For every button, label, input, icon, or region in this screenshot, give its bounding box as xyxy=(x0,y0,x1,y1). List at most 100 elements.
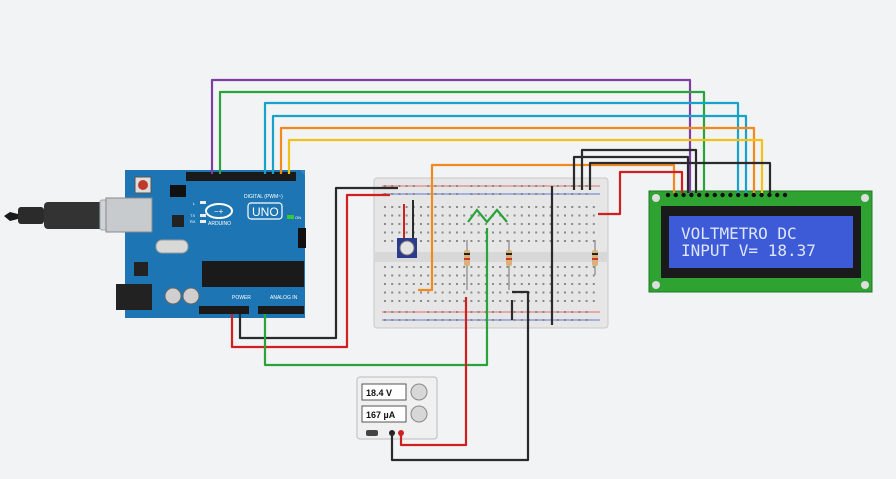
breadboard-hole[interactable] xyxy=(384,206,386,208)
breadboard-hole[interactable] xyxy=(585,185,588,187)
breadboard-hole[interactable] xyxy=(384,214,386,217)
breadboard-hole[interactable] xyxy=(405,291,408,294)
breadboard-hole[interactable] xyxy=(484,223,487,225)
breadboard-hole[interactable] xyxy=(564,193,566,195)
breadboard-hole[interactable] xyxy=(571,240,574,242)
breadboard-hole[interactable] xyxy=(477,291,480,294)
breadboard-hole[interactable] xyxy=(492,291,494,294)
breadboard-hole[interactable] xyxy=(470,240,473,242)
lcd-pin[interactable] xyxy=(665,192,671,198)
lcd-pin[interactable] xyxy=(681,192,686,198)
breadboard-hole[interactable] xyxy=(441,291,444,294)
breadboard-hole[interactable] xyxy=(412,300,415,302)
breadboard-hole[interactable] xyxy=(434,291,437,294)
lcd-pin[interactable] xyxy=(673,192,678,198)
breadboard-hole[interactable] xyxy=(420,214,422,217)
jumper-zigzag[interactable] xyxy=(467,208,508,224)
breadboard-hole[interactable] xyxy=(448,193,451,195)
breadboard-hole[interactable] xyxy=(391,283,394,285)
breadboard-hole[interactable] xyxy=(492,185,494,187)
breadboard-hole[interactable] xyxy=(477,300,480,302)
breadboard-hole[interactable] xyxy=(585,193,588,195)
dc-power-supply[interactable]: 18.4 V 167 µA xyxy=(356,376,438,440)
breadboard-hole[interactable] xyxy=(398,311,401,313)
wire-black2[interactable] xyxy=(572,155,690,193)
breadboard-hole[interactable] xyxy=(585,266,588,268)
breadboard-hole[interactable] xyxy=(492,240,494,242)
breadboard-hole[interactable] xyxy=(391,185,394,187)
breadboard-hole[interactable] xyxy=(528,223,530,225)
breadboard-hole[interactable] xyxy=(571,231,574,234)
breadboard-hole[interactable] xyxy=(434,185,437,187)
breadboard-hole[interactable] xyxy=(499,311,502,313)
breadboard-hole[interactable] xyxy=(398,223,401,225)
breadboard-hole[interactable] xyxy=(463,223,466,225)
breadboard-hole[interactable] xyxy=(520,311,523,313)
breadboard-hole[interactable] xyxy=(477,283,480,285)
breadboard-hole[interactable] xyxy=(585,311,588,313)
breadboard-hole[interactable] xyxy=(391,291,394,294)
breadboard-hole[interactable] xyxy=(484,319,487,321)
breadboard-hole[interactable] xyxy=(441,223,444,225)
breadboard-hole[interactable] xyxy=(542,185,545,187)
breadboard-hole[interactable] xyxy=(434,206,437,208)
breadboard-hole[interactable] xyxy=(571,291,574,294)
breadboard-hole[interactable] xyxy=(484,274,487,277)
breadboard-hole[interactable] xyxy=(592,300,595,302)
breadboard-hole[interactable] xyxy=(571,206,574,208)
breadboard-hole[interactable] xyxy=(585,274,588,277)
breadboard-hole[interactable] xyxy=(542,274,545,277)
breadboard-hole[interactable] xyxy=(520,231,523,234)
breadboard-hole[interactable] xyxy=(434,223,437,225)
breadboard-hole[interactable] xyxy=(535,283,538,285)
lcd-pin[interactable] xyxy=(782,192,788,198)
breadboard-hole[interactable] xyxy=(542,240,545,242)
breadboard-hole[interactable] xyxy=(542,193,545,195)
breadboard-hole[interactable] xyxy=(585,240,588,242)
breadboard-hole[interactable] xyxy=(427,193,430,195)
wires[interactable] xyxy=(210,78,772,462)
breadboard-hole[interactable] xyxy=(441,206,444,208)
lcd-pin[interactable] xyxy=(751,192,756,198)
wire-red-arduino[interactable] xyxy=(230,193,390,349)
breadboard-hole[interactable] xyxy=(564,311,566,313)
breadboard-hole[interactable] xyxy=(427,185,430,187)
breadboard-hole[interactable] xyxy=(470,231,473,234)
breadboard-hole[interactable] xyxy=(456,214,458,217)
breadboard-hole[interactable] xyxy=(477,206,480,208)
breadboard-hole[interactable] xyxy=(571,193,574,195)
breadboard-hole[interactable] xyxy=(578,185,581,187)
breadboard-hole[interactable] xyxy=(412,266,415,268)
breadboard-hole[interactable] xyxy=(513,274,516,277)
breadboard-hole[interactable] xyxy=(484,291,487,294)
breadboard-hole[interactable] xyxy=(398,193,401,195)
breadboard-hole[interactable] xyxy=(391,266,394,268)
breadboard-hole[interactable] xyxy=(477,274,480,277)
breadboard-hole[interactable] xyxy=(578,223,581,225)
breadboard-hole[interactable] xyxy=(564,291,566,294)
breadboard-hole[interactable] xyxy=(571,214,574,217)
breadboard-hole[interactable] xyxy=(477,214,480,217)
wire-yellow[interactable] xyxy=(287,138,764,193)
breadboard-hole[interactable] xyxy=(592,231,595,234)
breadboard-hole[interactable] xyxy=(564,185,566,187)
breadboard-hole[interactable] xyxy=(484,266,487,268)
breadboard-hole[interactable] xyxy=(520,319,523,321)
breadboard-hole[interactable] xyxy=(398,319,401,321)
breadboard-hole[interactable] xyxy=(556,193,559,195)
breadboard-hole[interactable] xyxy=(484,240,487,242)
breadboard-hole[interactable] xyxy=(535,300,538,302)
breadboard-hole[interactable] xyxy=(578,311,581,313)
breadboard-hole[interactable] xyxy=(384,274,386,277)
breadboard-hole[interactable] xyxy=(448,206,451,208)
breadboard-hole[interactable] xyxy=(585,319,588,321)
breadboard-hole[interactable] xyxy=(398,300,401,302)
breadboard-hole[interactable] xyxy=(477,223,480,225)
breadboard-hole[interactable] xyxy=(549,283,552,285)
breadboard-hole[interactable] xyxy=(405,214,408,217)
power-switch[interactable] xyxy=(366,430,378,436)
breadboard-hole[interactable] xyxy=(542,231,545,234)
breadboard-hole[interactable] xyxy=(384,223,386,225)
breadboard-hole[interactable] xyxy=(513,283,516,285)
breadboard-hole[interactable] xyxy=(441,240,444,242)
